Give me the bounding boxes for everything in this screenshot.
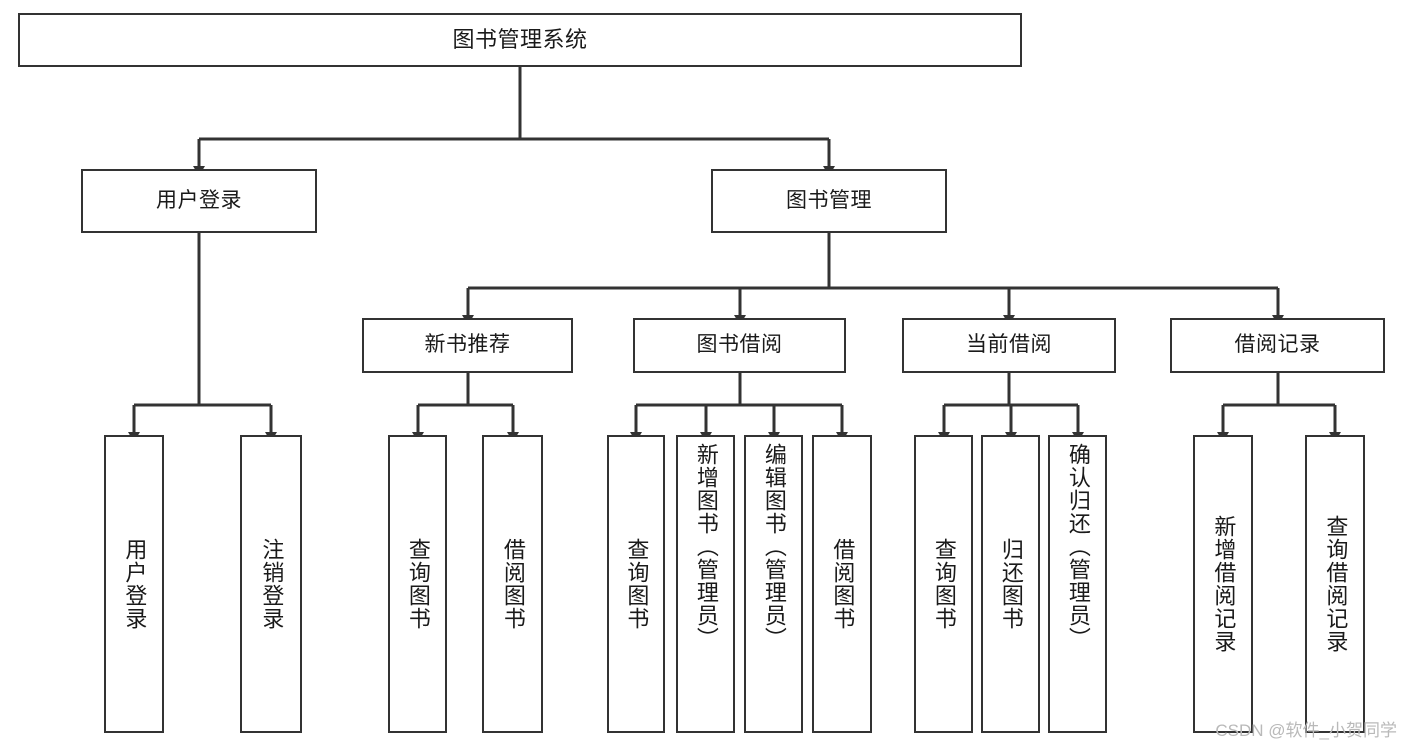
node-label: 图书管理系统	[452, 27, 588, 53]
node-label: 确认归还（管理员）	[1065, 443, 1091, 650]
node-label: 查询图书	[624, 538, 650, 630]
node-leaf-query-book-3[interactable]: 查询图书	[914, 435, 973, 733]
node-label: 借阅记录	[1234, 333, 1321, 357]
node-leaf-edit-book[interactable]: 编辑图书（管理员）	[744, 435, 803, 733]
node-root[interactable]: 图书管理系统	[18, 13, 1022, 67]
node-label: 用户登录	[156, 188, 242, 212]
node-label: 归还图书	[998, 538, 1024, 630]
node-label: 新增图书（管理员）	[693, 443, 719, 650]
node-label: 借阅图书	[830, 538, 856, 630]
node-borrow-record[interactable]: 借阅记录	[1170, 318, 1385, 373]
node-label: 编辑图书（管理员）	[761, 443, 787, 650]
node-label: 新增借阅记录	[1211, 515, 1237, 653]
node-leaf-user-login[interactable]: 用户登录	[104, 435, 164, 733]
node-label: 借阅图书	[500, 538, 526, 630]
node-current-borrow[interactable]: 当前借阅	[902, 318, 1116, 373]
node-leaf-borrow-book-2[interactable]: 借阅图书	[812, 435, 872, 733]
node-label: 注销登录	[259, 538, 285, 630]
node-label: 查询借阅记录	[1323, 515, 1349, 653]
watermark-text: CSDN @软件_小贺同学	[1215, 721, 1397, 740]
node-label: 图书借阅	[696, 333, 783, 357]
node-label: 查询图书	[405, 538, 431, 630]
node-book-borrow[interactable]: 图书借阅	[633, 318, 846, 373]
node-leaf-add-record[interactable]: 新增借阅记录	[1193, 435, 1253, 733]
node-label: 用户登录	[122, 538, 148, 630]
node-label: 当前借阅	[966, 333, 1052, 357]
node-leaf-query-record[interactable]: 查询借阅记录	[1305, 435, 1365, 733]
node-user-login[interactable]: 用户登录	[81, 169, 317, 233]
node-leaf-borrow-book-1[interactable]: 借阅图书	[482, 435, 543, 733]
node-new-book-rec[interactable]: 新书推荐	[362, 318, 573, 373]
node-leaf-return-book[interactable]: 归还图书	[981, 435, 1040, 733]
node-leaf-logout[interactable]: 注销登录	[240, 435, 302, 733]
edges-group	[128, 67, 1341, 442]
node-label: 新书推荐	[424, 333, 511, 357]
node-label: 查询图书	[931, 538, 957, 630]
node-leaf-add-book[interactable]: 新增图书（管理员）	[676, 435, 735, 733]
node-leaf-query-book-1[interactable]: 查询图书	[388, 435, 447, 733]
node-label: 图书管理	[786, 188, 872, 212]
node-book-manage[interactable]: 图书管理	[711, 169, 947, 233]
node-leaf-query-book-2[interactable]: 查询图书	[607, 435, 665, 733]
node-leaf-confirm-return[interactable]: 确认归还（管理员）	[1048, 435, 1107, 733]
